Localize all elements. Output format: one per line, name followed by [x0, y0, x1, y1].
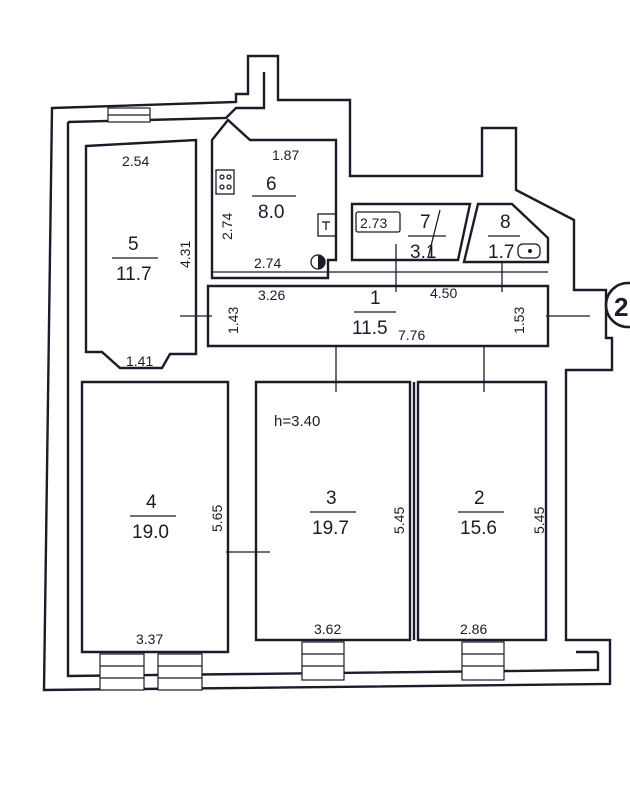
dimension-labels: 2.54 4.31 1.41 1.87 2.74 2.74 2.73 3.26 … [122, 147, 547, 647]
outer-wall [42, 54, 614, 692]
dim-label: 5.45 [531, 507, 547, 534]
dim-label: 5.65 [209, 505, 225, 532]
ceiling-height-label: h=3.40 [274, 413, 320, 430]
section-marker: 2 [604, 281, 630, 329]
room-4-area: 19.0 [132, 522, 169, 543]
section-marker-label: 2 [614, 292, 628, 322]
room-3-area: 19.7 [312, 518, 349, 539]
dim-label: 2.54 [122, 153, 149, 169]
room-2-walls [416, 380, 548, 642]
room-4-number: 4 [146, 492, 157, 513]
dim-label: 3.37 [136, 631, 163, 647]
window-room-4-a [99, 653, 145, 691]
room-5-number: 5 [128, 234, 139, 255]
dim-label: 2.74 [254, 255, 281, 271]
outer-walls [42, 54, 614, 692]
room-labels: 5 11.7 6 8.0 7 3.1 8 1.7 1 11.5 4 19.0 3… [112, 174, 520, 543]
room-1-number: 1 [370, 288, 381, 309]
stove-icon [215, 169, 235, 195]
room-7-number: 7 [420, 212, 431, 233]
room-6-number: 6 [266, 174, 277, 195]
doors [180, 244, 590, 553]
room-2-area: 15.6 [460, 518, 497, 539]
dim-label: 1.53 [511, 307, 527, 334]
room-7-8-walls [350, 202, 550, 264]
toilet-icon [517, 243, 541, 259]
window-room-3 [301, 641, 345, 681]
dim-label: 2.74 [219, 213, 235, 240]
room-8-number: 8 [500, 212, 511, 233]
room-8-area: 1.7 [488, 242, 514, 263]
dim-label: 1.41 [126, 353, 153, 369]
dim-label: 4.50 [430, 285, 457, 301]
room-7-partition [427, 209, 441, 259]
room-4-walls [80, 380, 230, 654]
room-6-area: 8.0 [258, 202, 284, 223]
sink-icon [317, 213, 337, 237]
dim-label: 1.43 [225, 307, 241, 334]
dim-label: 2.86 [460, 621, 487, 637]
room-5-walls [84, 138, 198, 370]
room-5-area: 11.7 [116, 264, 152, 285]
room-1-area: 11.5 [352, 318, 388, 339]
room-2-number: 2 [474, 488, 485, 509]
dim-label: 5.45 [391, 507, 407, 534]
boiler-icon [310, 254, 326, 270]
windows [99, 107, 505, 691]
room-6-walls [210, 118, 338, 280]
room-1-walls [206, 284, 550, 348]
dim-label: 3.62 [314, 621, 341, 637]
room-7-area: 3.1 [410, 242, 436, 263]
room-3-number: 3 [326, 488, 337, 509]
bathtub-outline [355, 211, 401, 233]
dim-label: 3.26 [258, 287, 285, 303]
window-room-4-b [157, 653, 203, 691]
dim-label: 1.87 [272, 147, 299, 163]
dim-label: 7.76 [398, 327, 425, 343]
dim-label: 4.31 [177, 241, 193, 268]
room-3-walls [254, 380, 412, 642]
window-room-2 [461, 641, 505, 681]
dim-label: 2.73 [360, 215, 387, 231]
